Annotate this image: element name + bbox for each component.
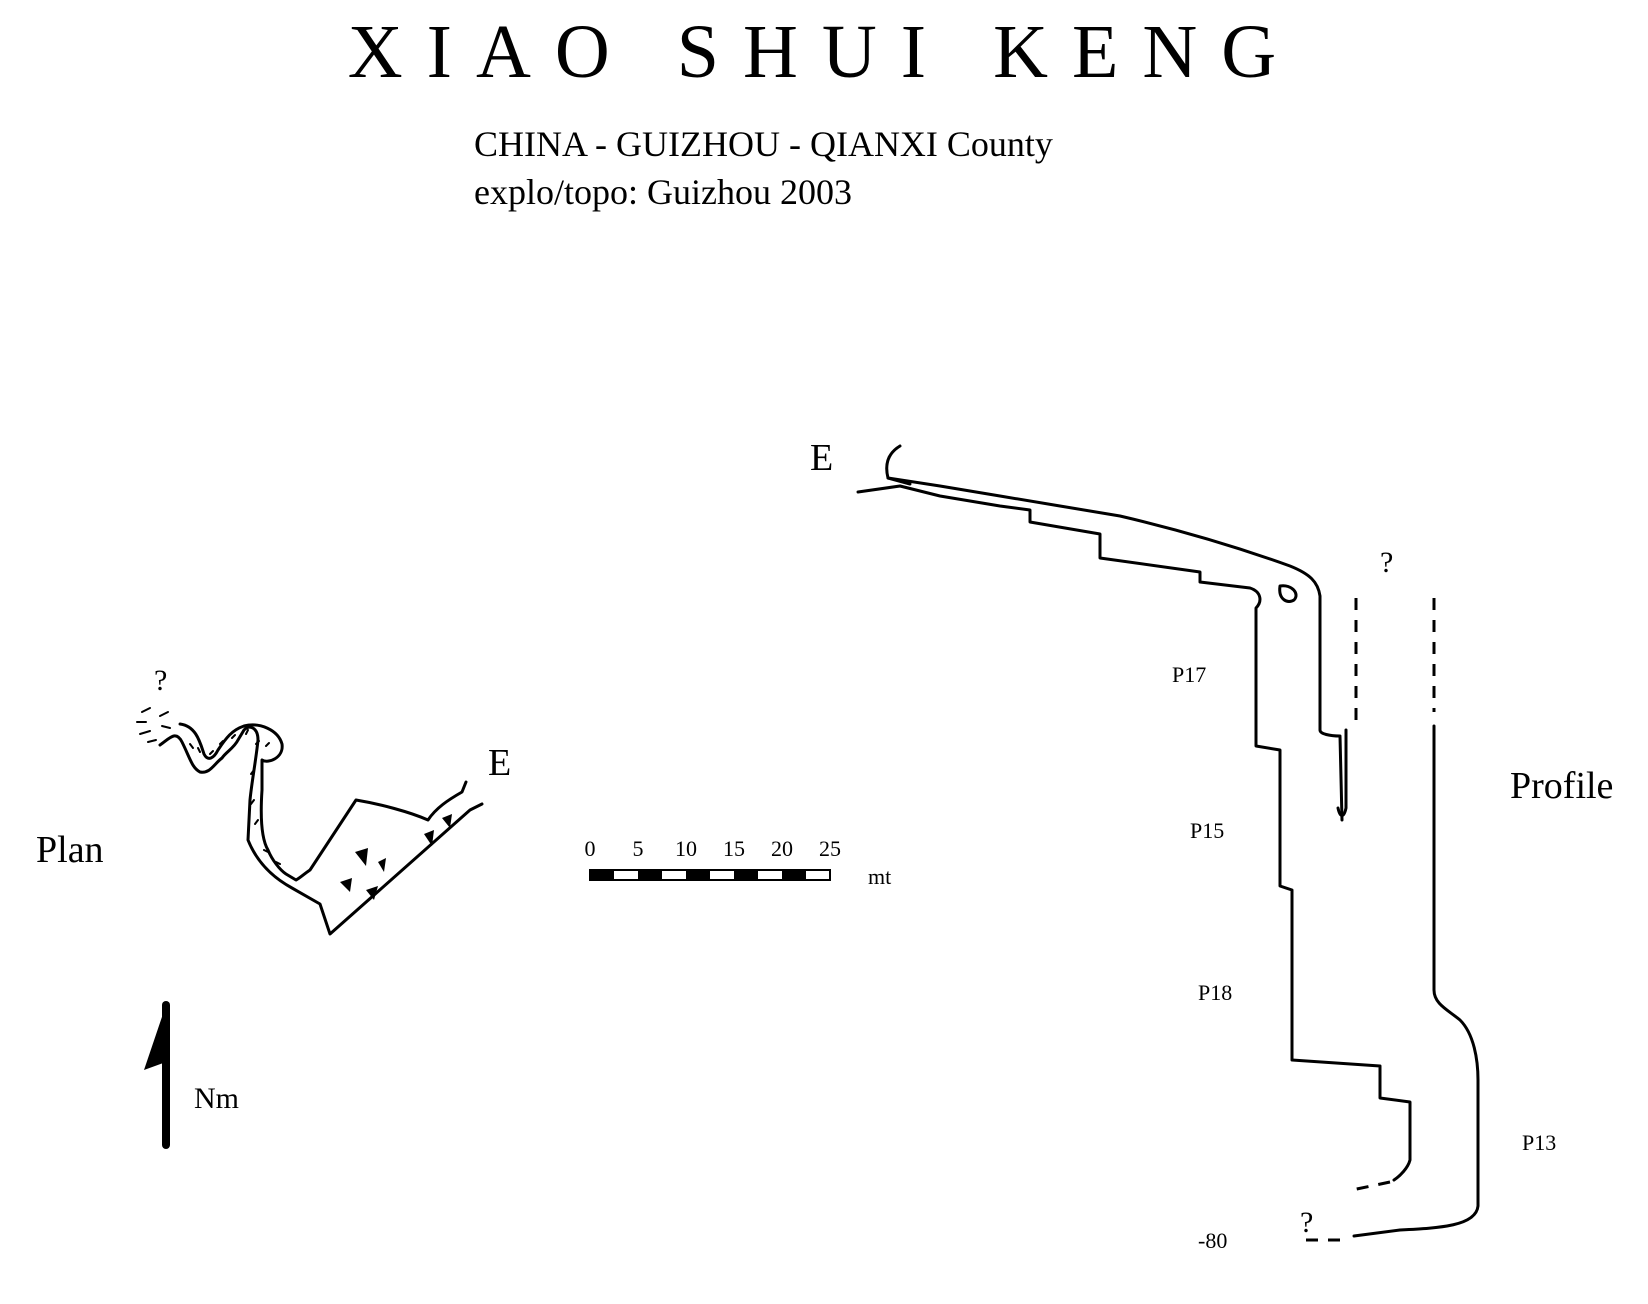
plan-unexplored-end <box>136 707 171 743</box>
plan-hatching <box>189 729 281 865</box>
profile-floor-unexplored <box>1351 1180 1391 1192</box>
scale-tick-label: 25 <box>819 836 841 861</box>
plan-boulder <box>355 848 368 866</box>
scale-bar-segment <box>686 870 710 880</box>
pitch-label: P15 <box>1190 818 1224 843</box>
profile-window <box>1278 584 1298 603</box>
profile-floor <box>856 484 1412 1182</box>
north-arrow-head-icon <box>144 1005 166 1070</box>
scale-bar-segment <box>782 870 806 880</box>
depth-label: -80 <box>1198 1228 1227 1253</box>
profile-unknown-top: ? <box>1380 546 1393 579</box>
profile-entrance-label: E <box>810 437 833 479</box>
plan-outline-outer <box>158 725 484 936</box>
scale-bar: 0 5 10 15 20 25 mt <box>585 836 892 889</box>
scale-bar-segment <box>590 870 614 880</box>
plan-unknown-label: ? <box>154 664 167 697</box>
plan-entrance-label: E <box>488 742 511 784</box>
plan-boulder <box>340 878 352 892</box>
survey-title: XIAO SHUI KENG <box>347 10 1301 94</box>
profile-shaft-wall <box>1352 724 1480 1238</box>
plan-boulder <box>442 814 452 828</box>
plan-boulder <box>366 886 378 900</box>
plan-boulder <box>424 830 434 846</box>
scale-tick-label: 10 <box>675 836 697 861</box>
plan-label: Plan <box>36 829 104 871</box>
plan-outline-inner <box>178 722 468 882</box>
scale-tick-label: 15 <box>723 836 745 861</box>
profile-unknown-bottom: ? <box>1300 1206 1313 1239</box>
profile-ceiling <box>886 476 1344 822</box>
pitch-label: P17 <box>1172 662 1206 687</box>
scale-unit: mt <box>868 864 891 889</box>
profile-view: E Profile ? ? P17 P15 P18 P13 -80 <box>810 437 1613 1253</box>
scale-tick-label: 0 <box>585 836 596 861</box>
pitch-label: P13 <box>1522 1130 1556 1155</box>
plan-view: Plan E ? Nm <box>36 664 511 1149</box>
survey-subtitle: CHINA - GUIZHOU - QIANXI County explo/to… <box>474 120 1053 216</box>
profile-label: Profile <box>1510 765 1613 807</box>
profile-blind-tube <box>1336 728 1348 817</box>
north-label: Nm <box>194 1082 239 1115</box>
survey-credits: explo/topo: Guizhou 2003 <box>474 172 852 212</box>
survey-location: CHINA - GUIZHOU - QIANXI County <box>474 124 1053 164</box>
plan-boulder <box>378 858 386 872</box>
scale-tick-label: 5 <box>633 836 644 861</box>
pitch-label: P18 <box>1198 980 1232 1005</box>
scale-bar-segment <box>734 870 758 880</box>
scale-tick-label: 20 <box>771 836 793 861</box>
scale-bar-segment <box>638 870 662 880</box>
